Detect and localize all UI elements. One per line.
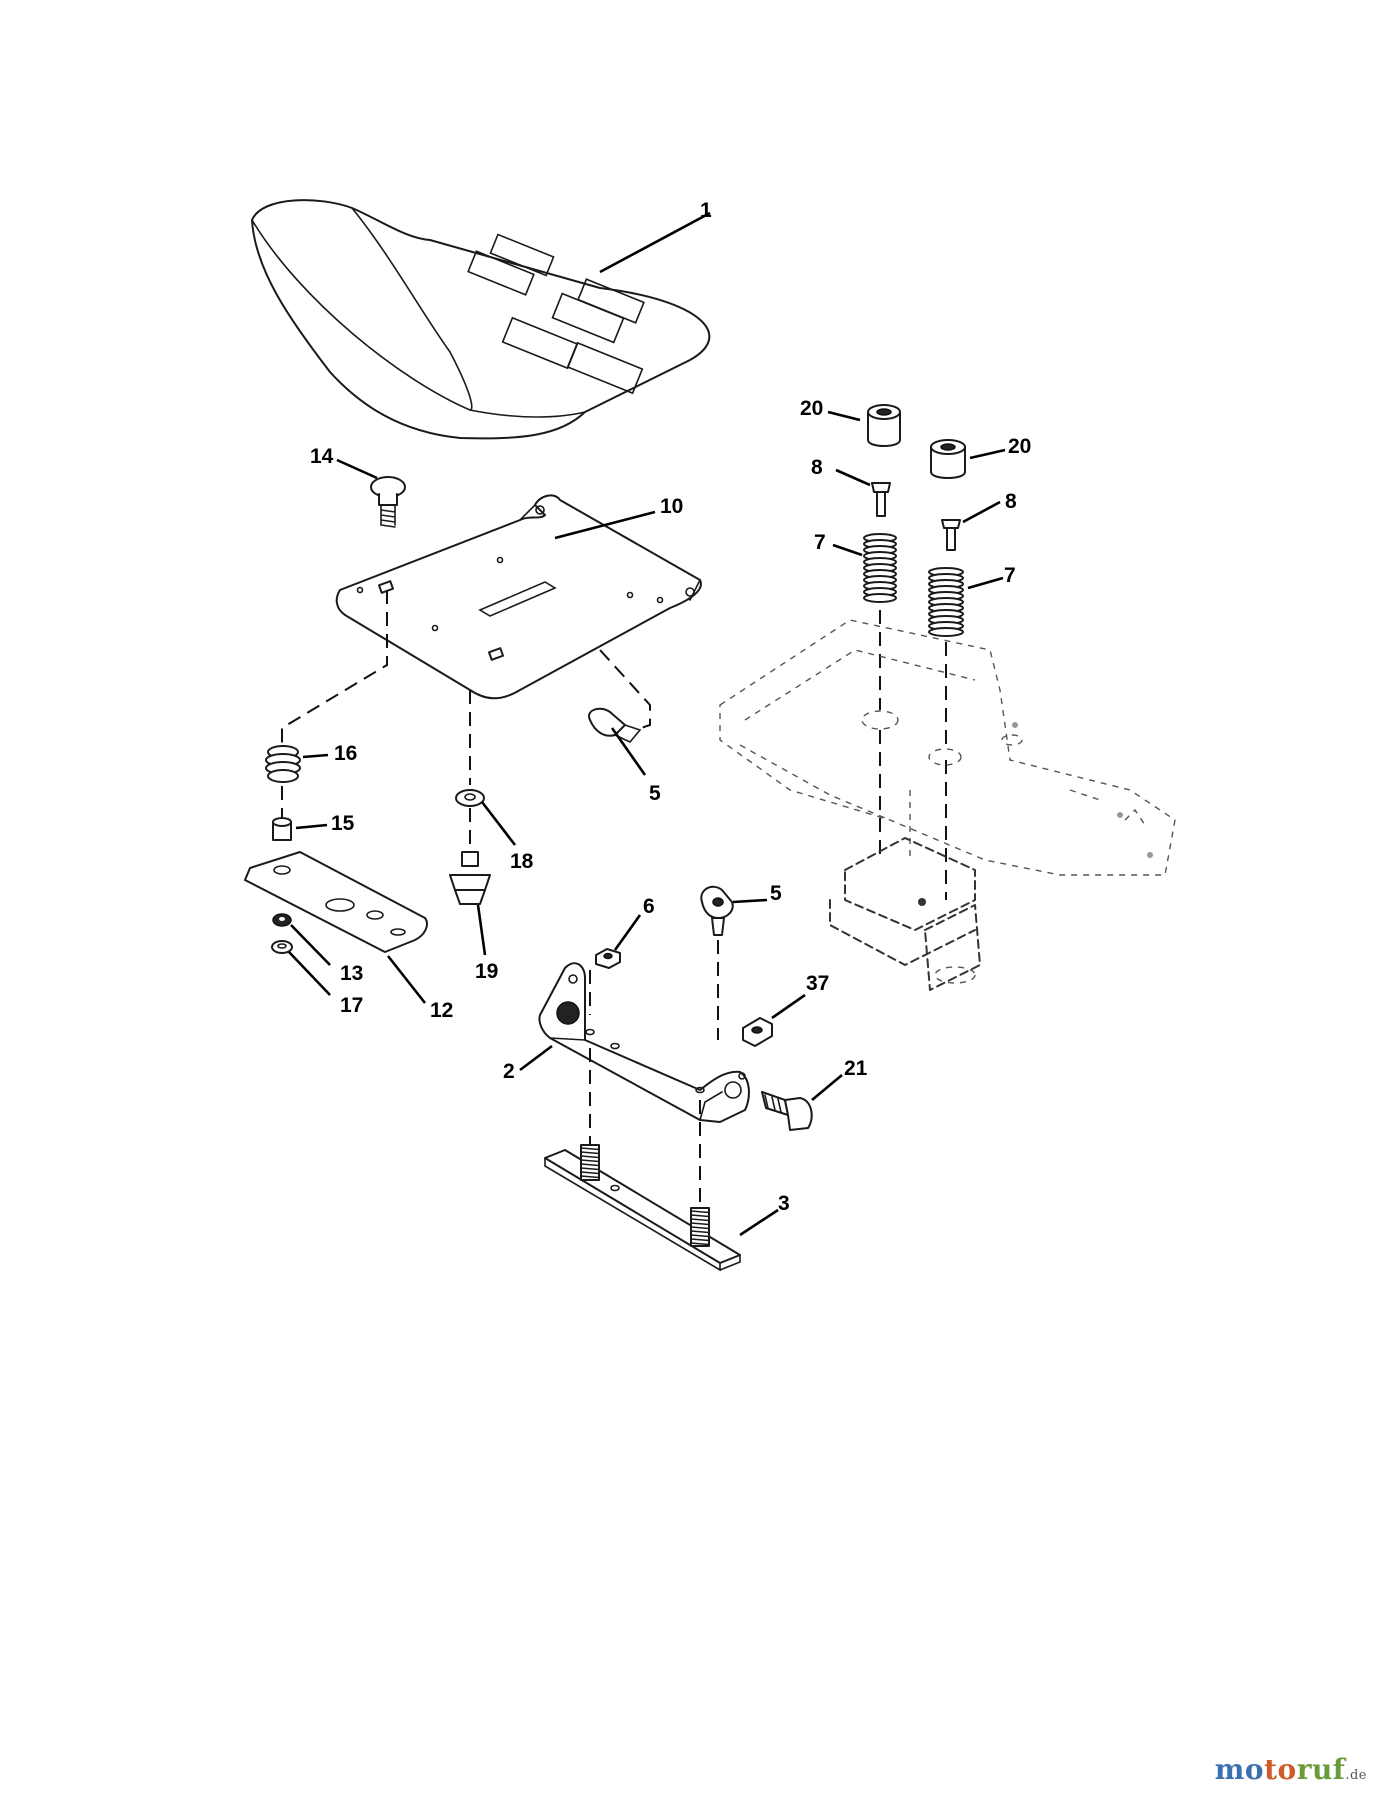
leader-15 xyxy=(295,823,328,830)
bolt-8b-part xyxy=(941,519,961,551)
leader-10 xyxy=(554,510,656,540)
callout-7b: 7 xyxy=(1004,564,1016,587)
spring-7a-part xyxy=(863,533,897,603)
callout-15: 15 xyxy=(331,812,355,835)
callout-10: 10 xyxy=(660,495,683,518)
leader-19 xyxy=(476,904,487,956)
carriage-bolt-part xyxy=(370,476,406,528)
callout-5b: 5 xyxy=(770,882,782,905)
stud-thread xyxy=(690,1218,710,1222)
stud-thread xyxy=(580,1155,600,1159)
stud-thread xyxy=(580,1159,600,1163)
stud-thread xyxy=(690,1238,710,1242)
leader-20a xyxy=(827,410,861,422)
leader-8b xyxy=(962,500,1001,524)
watermark-part-3: ruf xyxy=(1296,1753,1346,1786)
stud-thread xyxy=(690,1230,710,1234)
pivot-bracket-part xyxy=(538,962,750,1123)
leader-1 xyxy=(599,211,711,274)
stud-thread xyxy=(690,1222,710,1226)
ghost-frame xyxy=(719,619,1176,991)
watermark-suffix: .de xyxy=(1345,1768,1367,1783)
spring-coil xyxy=(863,593,897,603)
stud-thread xyxy=(690,1210,710,1214)
bushing-20b-part xyxy=(930,439,966,479)
leader-12 xyxy=(386,955,427,1004)
callout-18: 18 xyxy=(510,850,534,873)
leader-14 xyxy=(336,458,378,480)
leader-20b xyxy=(969,448,1006,460)
nut-6-part xyxy=(595,948,621,969)
bushing-20a-part xyxy=(867,404,901,447)
seat-pan-part xyxy=(335,494,702,700)
leader-21 xyxy=(811,1074,843,1101)
clip-5b-part xyxy=(700,885,734,936)
callout-12: 12 xyxy=(430,999,453,1022)
callout-17: 17 xyxy=(340,994,363,1017)
callout-20b: 20 xyxy=(1008,435,1031,458)
spring-coil xyxy=(928,627,964,637)
callout-13: 13 xyxy=(340,962,363,985)
spring-7b-part xyxy=(928,567,964,637)
nut-17-part xyxy=(271,940,293,954)
washer-37-part xyxy=(742,1017,773,1047)
leader-37 xyxy=(771,993,806,1020)
stud-thread xyxy=(690,1226,710,1230)
leader-18 xyxy=(480,801,517,846)
stud-thread xyxy=(580,1167,600,1171)
callout-37: 37 xyxy=(806,972,829,995)
stud-thread xyxy=(580,1151,600,1155)
callout-14: 14 xyxy=(310,445,334,468)
leader-3 xyxy=(739,1208,779,1237)
leader-7a xyxy=(832,543,863,557)
callout-19: 19 xyxy=(475,960,498,983)
callout-21: 21 xyxy=(844,1057,868,1080)
callout-3: 3 xyxy=(778,1192,790,1215)
watermark-part-1: mo xyxy=(1214,1753,1265,1786)
stud-a-part xyxy=(580,1144,600,1181)
callout-6: 6 xyxy=(643,895,655,918)
leader-2 xyxy=(519,1044,553,1072)
leader-16 xyxy=(302,753,329,759)
seat-part xyxy=(251,199,711,440)
callout-20a: 20 xyxy=(800,397,823,420)
callout-7a: 7 xyxy=(814,531,826,554)
washer-13-part xyxy=(272,913,292,927)
leader-13 xyxy=(290,924,331,966)
stud-body xyxy=(580,1144,600,1181)
spring-16-part xyxy=(265,745,301,783)
callout-2: 2 xyxy=(503,1060,515,1083)
leader-6 xyxy=(613,914,642,951)
stud-thread xyxy=(690,1214,710,1218)
bumper-19-part xyxy=(449,851,491,905)
stud-thread xyxy=(690,1242,710,1246)
leader-17 xyxy=(288,951,331,996)
leader-5a xyxy=(610,727,647,776)
spacer-15-part xyxy=(272,817,292,841)
bracket-12-part xyxy=(244,851,428,953)
stud-plate-part xyxy=(544,1149,741,1272)
stud-thread xyxy=(580,1147,600,1151)
stud-b-part xyxy=(690,1207,710,1247)
stud-thread xyxy=(580,1175,600,1179)
callout-8a: 8 xyxy=(811,456,823,479)
callout-16: 16 xyxy=(334,742,357,765)
stud-thread xyxy=(580,1163,600,1167)
callout-8b: 8 xyxy=(1005,490,1017,513)
watermark-logo: motoruf.de xyxy=(1215,1753,1367,1786)
watermark-part-2: to xyxy=(1264,1753,1297,1786)
leader-5b xyxy=(732,898,768,904)
washer-18-part xyxy=(455,789,485,807)
callout-1: 1 xyxy=(700,199,712,222)
clip-5a-part xyxy=(588,707,642,743)
leader-8a xyxy=(835,468,871,487)
shoulder-bolt-part xyxy=(761,1091,813,1131)
callout-5a: 5 xyxy=(649,782,661,805)
stud-thread xyxy=(690,1234,710,1238)
leader-7b xyxy=(967,576,1004,590)
bolt-8a-part xyxy=(871,482,891,517)
stud-thread xyxy=(580,1171,600,1175)
